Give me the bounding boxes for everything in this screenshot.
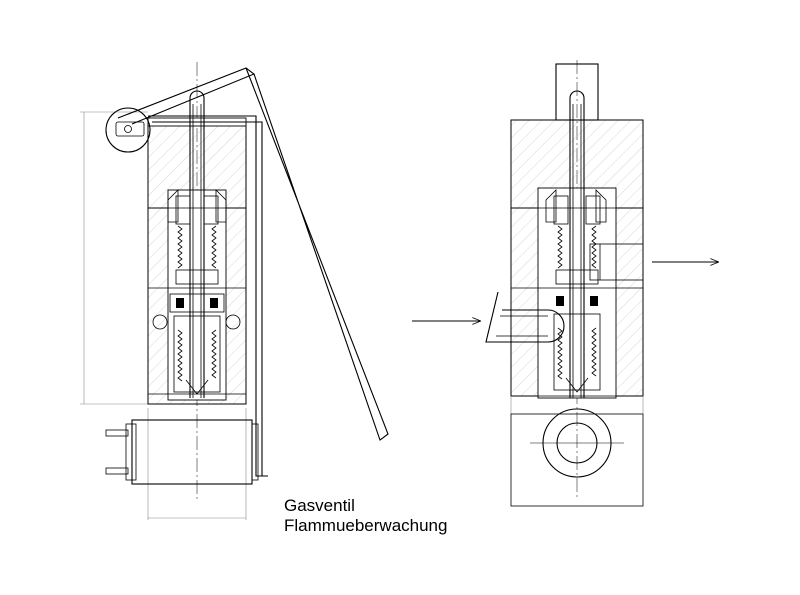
left-upper-spring xyxy=(175,225,219,285)
left-seals xyxy=(169,293,225,313)
right-upper-valve-seat xyxy=(545,189,607,225)
left-upper-valve-seat xyxy=(167,189,227,225)
left-solenoid-body xyxy=(105,419,259,485)
right-bottom-connector xyxy=(510,408,644,507)
left-side-port-right xyxy=(225,314,241,330)
left-plunger-rod xyxy=(189,90,205,398)
left-dimension-line xyxy=(80,111,247,520)
right-plunger-rod xyxy=(569,90,585,398)
right-outlet-port xyxy=(589,243,644,281)
left-lever-arm xyxy=(105,67,389,441)
right-upper-spring xyxy=(555,225,599,285)
left-bracket xyxy=(148,115,268,477)
right-inlet-pipe xyxy=(485,291,565,343)
right-housing xyxy=(510,119,644,414)
caption-subtitle: Flammueberwachung xyxy=(284,516,448,535)
caption-title: Gasventil xyxy=(284,496,355,515)
left-side-port-left xyxy=(152,314,168,330)
left-housing xyxy=(147,117,247,405)
left-view-valve xyxy=(80,62,389,520)
right-seals xyxy=(556,296,598,306)
right-view-valve xyxy=(412,60,718,507)
